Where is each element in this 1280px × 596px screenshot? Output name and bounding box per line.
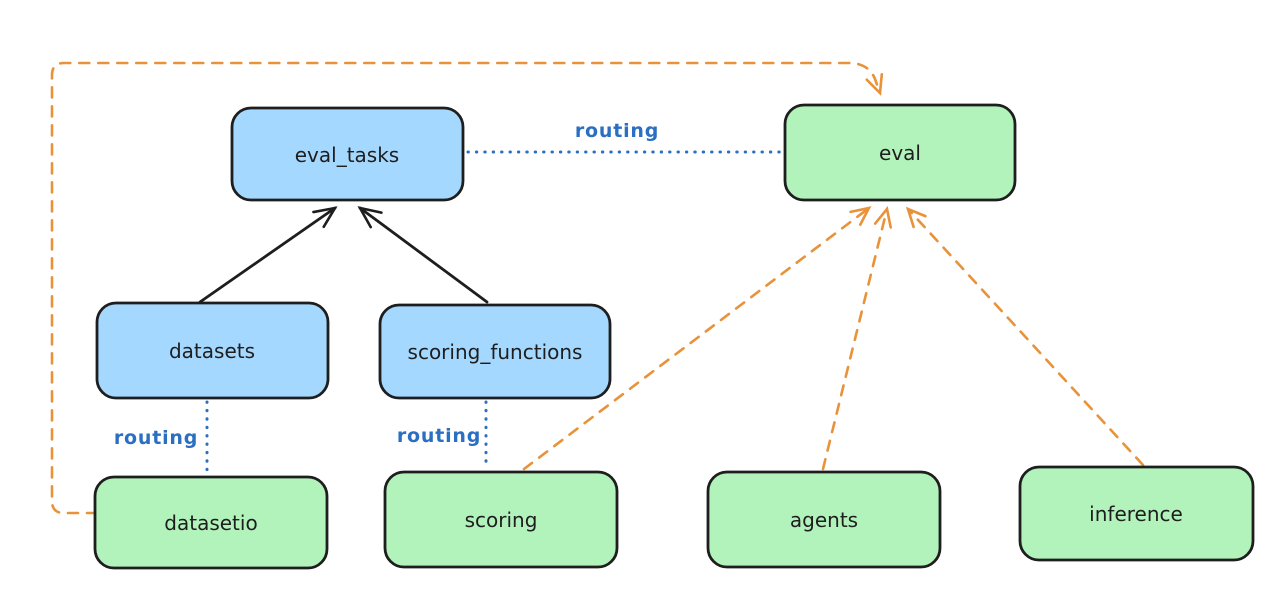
node-agents-box bbox=[706, 470, 942, 569]
node-datasets: datasets bbox=[95, 301, 330, 400]
node-agents: agents bbox=[706, 470, 942, 569]
routing-label-scoring: routing bbox=[397, 425, 481, 447]
node-scoring-functions-box bbox=[378, 303, 612, 400]
edge-datasetio-to-eval bbox=[50, 61, 884, 515]
node-scoring-functions-label: scoring_functions bbox=[408, 340, 583, 364]
node-datasetio-label: datasetio bbox=[164, 511, 257, 535]
edge-scoring-functions-to-eval-tasks bbox=[357, 206, 489, 304]
node-inference-box bbox=[1018, 465, 1255, 562]
node-scoring-functions: scoring_functions bbox=[378, 303, 612, 400]
edge-scoring-to-eval bbox=[522, 206, 872, 471]
node-scoring-label: scoring bbox=[465, 508, 538, 532]
node-datasets-label: datasets bbox=[169, 339, 255, 363]
node-agents-label: agents bbox=[790, 508, 858, 532]
node-datasetio-box bbox=[93, 475, 329, 570]
node-eval-label: eval bbox=[879, 141, 921, 165]
edge-inference-to-eval bbox=[905, 206, 1145, 467]
node-eval-tasks-label: eval_tasks bbox=[295, 143, 399, 167]
node-eval-tasks: eval_tasks bbox=[230, 106, 465, 202]
node-inference: inference bbox=[1018, 465, 1255, 562]
node-datasetio: datasetio bbox=[93, 475, 329, 570]
node-datasets-box bbox=[95, 301, 330, 400]
edge-agents-to-eval bbox=[821, 206, 893, 471]
node-eval-tasks-box bbox=[230, 106, 465, 202]
node-scoring-box bbox=[383, 470, 619, 569]
node-inference-label: inference bbox=[1089, 502, 1183, 526]
routing-label-top: routing bbox=[575, 120, 659, 142]
edge-datasets-to-eval-tasks bbox=[198, 206, 338, 304]
routing-label-datasets: routing bbox=[114, 427, 198, 449]
node-scoring: scoring bbox=[383, 470, 619, 569]
node-eval: eval bbox=[783, 103, 1017, 202]
node-eval-box bbox=[783, 103, 1017, 202]
